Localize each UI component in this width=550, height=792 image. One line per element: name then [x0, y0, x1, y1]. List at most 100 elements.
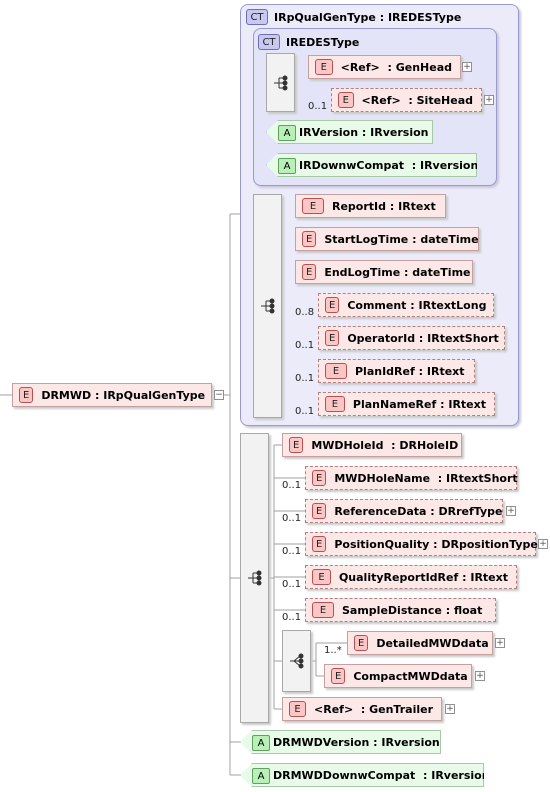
ct-irpqualgentype-header: CT IRpQualGenType : IREDESType — [246, 8, 461, 26]
element-endlogtime[interactable]: E EndLogTime : dateTime — [295, 260, 473, 284]
element-positionquality[interactable]: E PositionQuality : DRpositionType — [305, 532, 538, 556]
element-name: SampleDistance — [342, 603, 442, 617]
element-badge: E — [302, 231, 317, 247]
element-type: DRpositionType — [441, 537, 538, 551]
element-badge: E — [19, 387, 34, 403]
element-reportid[interactable]: E ReportId : IRtext — [295, 194, 446, 218]
cardinality-label: 0..1 — [295, 340, 315, 351]
element-type: GenHead — [395, 60, 452, 74]
element-badge: E — [325, 297, 340, 313]
element-name: CompactMWDdata — [353, 669, 468, 683]
attribute-name: DRMWDDownwCompat — [273, 768, 416, 782]
attribute-badge: A — [252, 768, 270, 784]
ct-iredestype-header: CT IREDESType — [258, 33, 359, 51]
element-badge: E — [325, 330, 340, 346]
expand-toggle[interactable]: + — [495, 638, 505, 648]
element-mwdholename[interactable]: E MWDHoleName : IRtextShort — [305, 466, 518, 490]
element-name: OperatorId — [347, 331, 416, 345]
sequence-compositor[interactable] — [253, 194, 282, 418]
cardinality-label: 0..1 — [308, 101, 328, 112]
sequence-compositor[interactable] — [240, 433, 269, 723]
element-type: SiteHead — [416, 93, 473, 107]
element-badge: E — [315, 59, 333, 75]
attribute-drmwdversion[interactable]: A DRMWDVersion : IRversion — [240, 730, 441, 754]
element-name: PositionQuality — [334, 537, 430, 551]
sequence-icon — [273, 75, 287, 90]
expand-toggle[interactable]: + — [475, 671, 485, 681]
element-badge: E — [325, 396, 345, 412]
element-name: Comment — [347, 298, 407, 312]
element-compactmwddata[interactable]: E CompactMWDdata — [324, 664, 472, 688]
sequence-icon — [260, 298, 274, 314]
element-mwdholeid[interactable]: E MWDHoleId : DRHoleID — [282, 433, 462, 457]
element-plannameref[interactable]: E PlanNameRef : IRtext — [318, 392, 495, 416]
attribute-drmwddownwcompat[interactable]: A DRMWDDownwCompat : IRversion — [240, 763, 484, 787]
element-type: IRtextLong — [418, 298, 487, 312]
element-badge: E — [312, 536, 327, 552]
complex-type-badge: CT — [258, 34, 280, 50]
element-type: DRHoleID — [399, 438, 459, 452]
element-startlogtime[interactable]: E StartLogTime : dateTime — [295, 227, 479, 251]
attribute-badge: A — [252, 735, 270, 751]
attribute-type: IRversion — [381, 735, 440, 749]
expand-toggle[interactable]: + — [462, 62, 472, 72]
element-type: GenTrailer — [369, 702, 433, 716]
element-badge: E — [312, 503, 327, 519]
element-badge: E — [289, 437, 304, 453]
sequence-icon — [247, 570, 261, 586]
element-operatorid[interactable]: E OperatorId : IRtextShort — [318, 326, 505, 350]
element-gentrailer[interactable]: E <Ref> : GenTrailer — [282, 697, 442, 721]
element-name: PlanIdRef — [355, 364, 415, 378]
element-badge: E — [354, 635, 369, 651]
element-referencedata[interactable]: E ReferenceData : DRrefType — [305, 499, 503, 523]
complex-type-badge: CT — [246, 9, 268, 25]
cardinality-label: 0..1 — [282, 513, 302, 524]
attribute-type: IRversion — [370, 125, 429, 139]
element-badge: E — [312, 602, 334, 618]
attribute-irversion[interactable]: A IRVersion : IRversion — [266, 120, 433, 144]
element-detailedmwddata[interactable]: E DetailedMWDdata — [347, 631, 493, 655]
choice-icon — [289, 653, 303, 669]
attribute-badge: A — [278, 158, 296, 174]
expand-toggle[interactable]: + — [506, 506, 516, 516]
element-name: <Ref> — [314, 702, 354, 716]
element-type: IRtext — [448, 397, 486, 411]
cardinality-label: 0..1 — [282, 546, 302, 557]
cardinality-label: 0..1 — [282, 480, 302, 491]
choice-compositor[interactable] — [282, 630, 311, 692]
cardinality-label: 0..1 — [295, 406, 315, 417]
sequence-compositor[interactable] — [266, 53, 295, 112]
element-sitehead[interactable]: E <Ref> : SiteHead — [331, 88, 482, 112]
attribute-type: IRversion — [419, 158, 479, 172]
element-name: PlanNameRef — [352, 397, 437, 411]
root-element-drmwd[interactable]: E DRMWD : IRpQualGenType — [12, 383, 212, 407]
attribute-type: IRversion — [431, 768, 490, 782]
element-type: dateTime — [412, 265, 471, 279]
cardinality-label: 0..8 — [295, 307, 315, 318]
element-name: EndLogTime — [324, 265, 401, 279]
attribute-irdownwcompat[interactable]: A IRDownwCompat : IRversion — [266, 153, 477, 177]
expand-toggle[interactable]: + — [445, 704, 455, 714]
attribute-name: IRVersion — [299, 125, 359, 139]
expand-toggle[interactable]: + — [538, 539, 548, 549]
element-badge: E — [331, 668, 346, 684]
cardinality-label: 0..1 — [282, 579, 302, 590]
cardinality-label: 0..1 — [282, 612, 302, 623]
element-comment[interactable]: E Comment : IRtextLong — [318, 293, 494, 317]
element-badge: E — [325, 363, 347, 379]
element-name: <Ref> — [361, 93, 401, 107]
element-type: DRrefType — [438, 504, 503, 518]
element-badge: E — [289, 701, 307, 717]
element-sampledistance[interactable]: E SampleDistance : float — [305, 598, 496, 622]
attribute-badge: A — [278, 125, 296, 141]
element-qualityreportidref[interactable]: E QualityReportIdRef : IRtext — [305, 565, 517, 589]
element-name: StartLogTime — [324, 232, 409, 246]
element-type: IRtextShort — [446, 471, 518, 485]
collapse-toggle[interactable]: − — [214, 390, 224, 400]
expand-toggle[interactable]: + — [484, 95, 494, 105]
element-name: DRMWD — [41, 388, 92, 402]
element-genhead[interactable]: E <Ref> : GenHead — [308, 55, 461, 79]
element-planidref[interactable]: E PlanIdRef : IRtext — [318, 359, 475, 383]
element-type: IRtext — [426, 364, 465, 378]
element-badge: E — [302, 198, 324, 214]
